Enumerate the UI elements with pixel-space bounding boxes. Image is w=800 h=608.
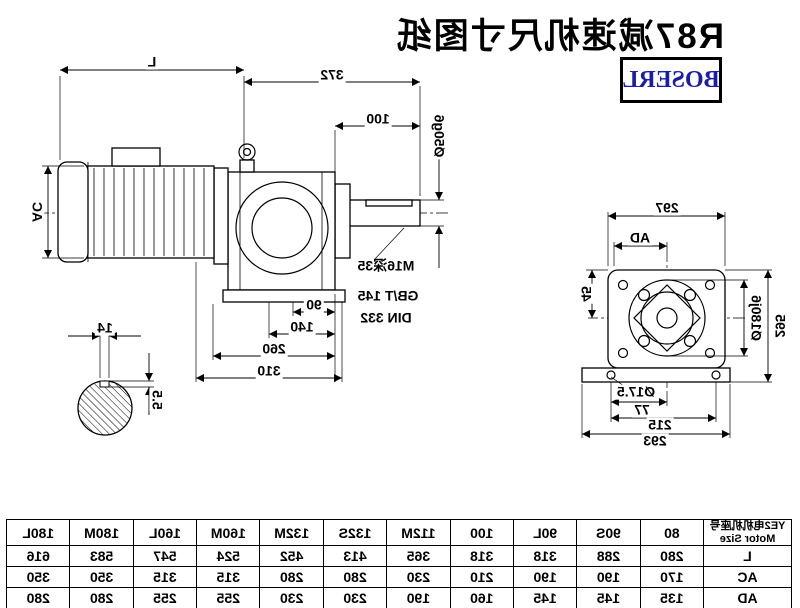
table-row: L 280 288 318 318 365 413 452 524 547 58…	[6, 545, 792, 567]
size-cell: 100	[450, 519, 514, 546]
dim-310-label: 310	[255, 362, 283, 379]
size-cell: 112M	[386, 519, 451, 546]
dim-hole-label: Ø17.5	[614, 383, 658, 400]
value-cell: 255	[196, 587, 260, 608]
size-cell: 90L	[513, 519, 577, 546]
dim-297-label: 297	[653, 199, 681, 216]
size-cell: 132S	[323, 519, 387, 546]
size-cell: 80	[640, 519, 704, 546]
value-cell: 280	[323, 566, 387, 588]
note-tap-label: M16深35	[355, 257, 417, 274]
dim-215-label: 215	[646, 416, 674, 433]
table-row: YE2电机机座号 Motor Size 80 90S 90L 100 112M …	[6, 519, 792, 546]
value-cell: 280	[6, 587, 70, 608]
row-label-cell: AD	[703, 587, 792, 608]
value-cell: 135	[640, 587, 704, 608]
dim-AC-label: AC	[29, 199, 46, 225]
value-cell: 365	[386, 545, 451, 567]
dim-90-label: 90	[304, 296, 324, 313]
value-cell: 318	[513, 545, 577, 567]
table-row: AD 135 145 145 160 190 230 230 255 255 2…	[6, 587, 792, 608]
dim-shaft-dia-label: Ø50g6	[431, 112, 448, 160]
value-cell: 524	[196, 545, 260, 567]
size-cell: 160L	[133, 519, 197, 546]
note-gb-label: GB/T 145	[355, 287, 421, 304]
value-cell: 170	[640, 566, 704, 588]
value-cell: 280	[640, 545, 704, 567]
value-cell: 280	[259, 566, 324, 588]
dim-45-label: 45	[578, 284, 595, 304]
dim-140-label: 140	[288, 318, 316, 335]
side-view-drawing	[38, 65, 448, 436]
value-cell: 452	[259, 545, 324, 567]
row-label-cell: AC	[703, 566, 792, 588]
value-cell: 190	[386, 587, 451, 608]
value-cell: 280	[69, 587, 134, 608]
value-cell: 255	[133, 587, 197, 608]
motor-size-header-cn: YE2电机机座号	[709, 520, 786, 532]
value-cell: 230	[259, 587, 324, 608]
value-cell: 413	[323, 545, 387, 567]
end-view-drawing	[581, 211, 773, 439]
dim-372-label: 372	[318, 66, 346, 83]
dim-295-label: 295	[772, 312, 789, 340]
value-cell: 315	[196, 566, 260, 588]
dim-keywidth-label: 14	[95, 319, 115, 336]
note-din-label: DIN 332	[358, 309, 414, 326]
value-cell: 350	[69, 566, 134, 588]
motor-size-header-cell: YE2电机机座号 Motor Size	[703, 519, 792, 546]
value-cell: 318	[450, 545, 514, 567]
value-cell: 190	[513, 566, 577, 588]
dim-293-label: 293	[641, 432, 669, 449]
row-label-cell: L	[703, 545, 792, 567]
size-cell: 132M	[259, 519, 324, 546]
dimension-table: YE2电机机座号 Motor Size 80 90S 90L 100 112M …	[6, 519, 792, 608]
value-cell: 288	[576, 545, 641, 567]
dim-77-label: 77	[632, 401, 652, 418]
table-row: AC 170 190 190 210 230 280 280 315 315 3…	[6, 566, 792, 588]
value-cell: 145	[576, 587, 641, 608]
value-cell: 145	[513, 587, 577, 608]
size-cell: 180L	[6, 519, 70, 546]
value-cell: 583	[69, 545, 134, 567]
dim-L-label: L	[145, 53, 159, 70]
value-cell: 350	[6, 566, 70, 588]
value-cell: 210	[450, 566, 514, 588]
dim-100-label: 100	[364, 110, 392, 127]
size-cell: 90S	[576, 519, 641, 546]
value-cell: 160	[450, 587, 514, 608]
dim-AD-label: AD	[627, 229, 653, 246]
value-cell: 230	[386, 566, 451, 588]
value-cell: 230	[323, 587, 387, 608]
dim-keydepth-label: 5.5	[149, 388, 166, 412]
motor-size-header-en: Motor Size	[719, 532, 776, 545]
value-cell: 547	[133, 545, 197, 567]
value-cell: 190	[576, 566, 641, 588]
dim-260-label: 260	[260, 340, 288, 357]
dim-spigot-label: Ø180j6	[748, 293, 765, 343]
value-cell: 616	[6, 545, 70, 567]
value-cell: 315	[133, 566, 197, 588]
size-cell: 160M	[196, 519, 260, 546]
size-cell: 180M	[69, 519, 134, 546]
